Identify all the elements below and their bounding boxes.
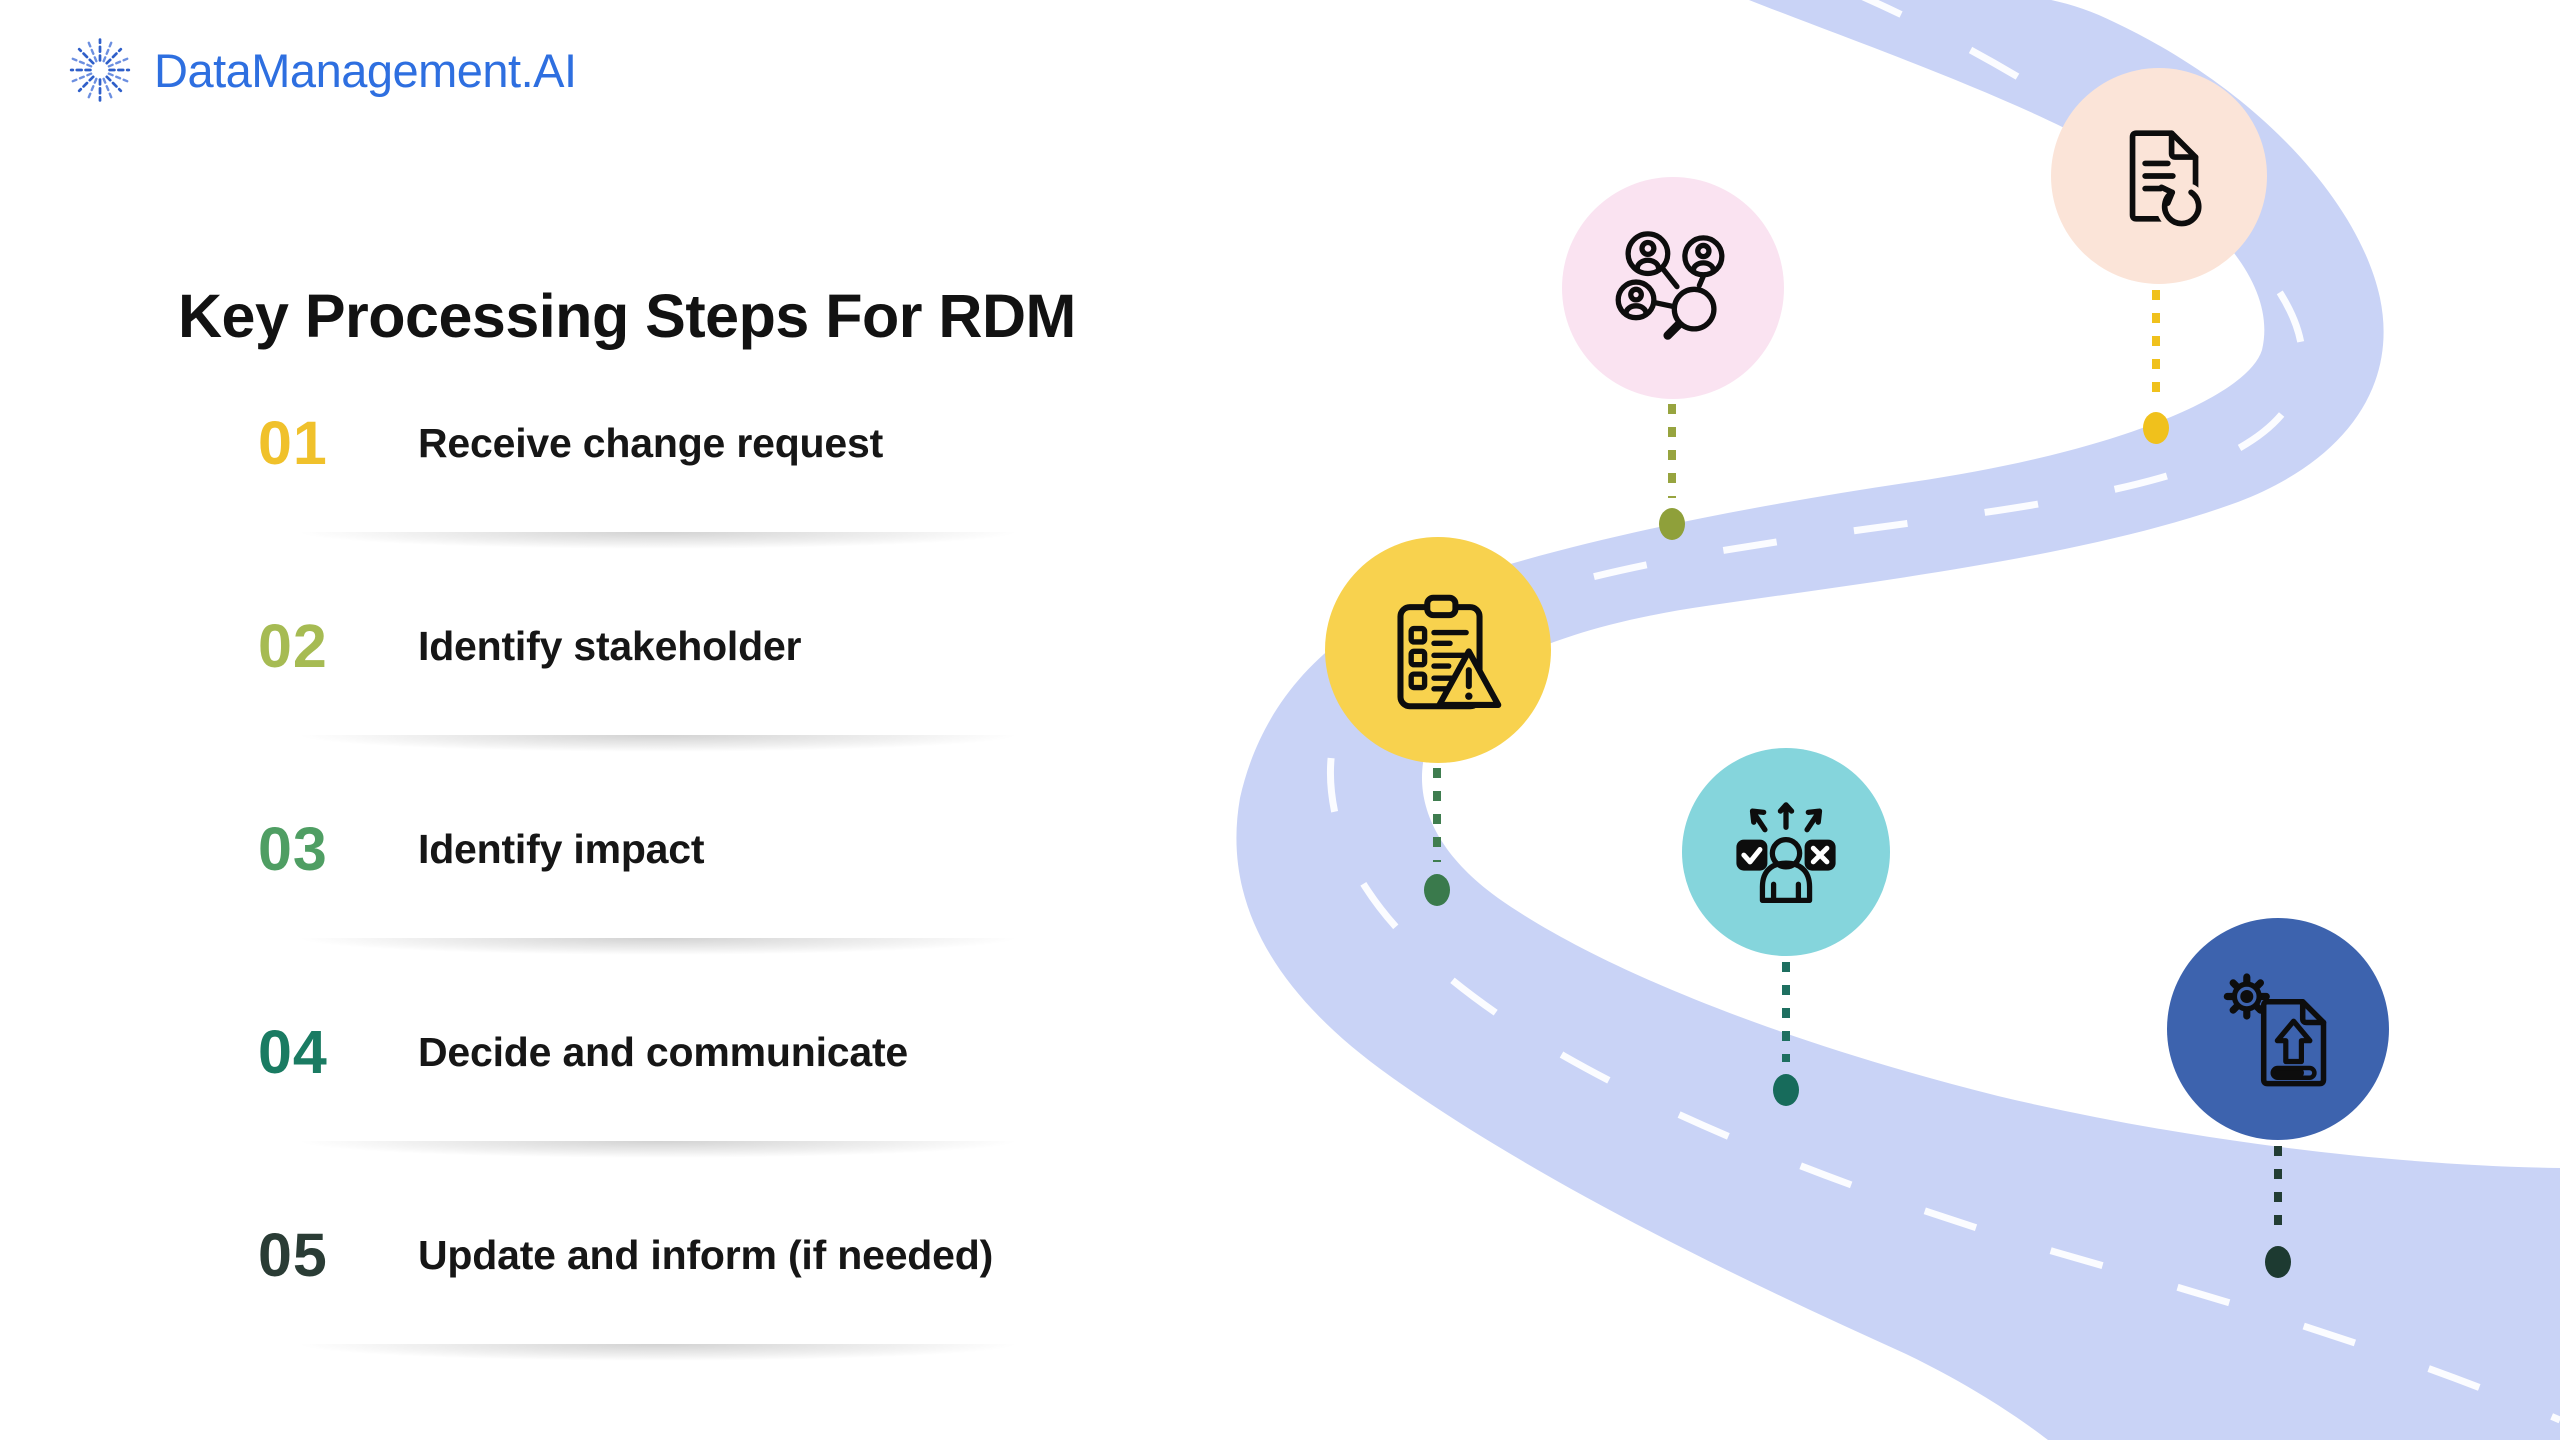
- step-row-4: 04 Decide and communicate: [258, 1000, 1158, 1104]
- step-number: 05: [258, 1221, 328, 1289]
- step-row-3: 03 Identify impact: [258, 797, 1158, 901]
- starburst-logo-icon: [69, 38, 131, 102]
- node-receive-change-request: [2051, 68, 2267, 284]
- step-divider: [286, 938, 1030, 956]
- step-divider: [286, 1344, 1030, 1362]
- stakeholder-search-icon: [1615, 231, 1725, 340]
- document-refresh-icon: [2129, 130, 2207, 232]
- node-identify-stakeholder: [1562, 177, 1784, 399]
- step-label: Identify stakeholder: [418, 622, 802, 669]
- brand-logo-text: DataManagement.AI: [154, 43, 577, 97]
- step-row-5: 05 Update and inform (if needed): [258, 1203, 1158, 1307]
- road-band: [1236, 0, 2560, 1440]
- decision-person-icon: [1736, 802, 1836, 903]
- step-label: Decide and communicate: [418, 1028, 909, 1075]
- step-label: Update and inform (if needed): [418, 1231, 994, 1278]
- step-number: 03: [258, 815, 328, 883]
- node-identify-impact: [1325, 537, 1551, 763]
- node-decide-and-communicate: [1682, 748, 1890, 956]
- step-divider: [286, 532, 1030, 550]
- step-divider: [286, 1141, 1030, 1159]
- road-centerline-dashes: [1326, 0, 2560, 1424]
- node-connectors: [1424, 290, 2291, 1278]
- gear-icon: [2223, 973, 2270, 1020]
- step-number: 04: [258, 1018, 328, 1086]
- step-label: Receive change request: [418, 419, 884, 466]
- step-number: 01: [258, 409, 328, 477]
- step-number: 02: [258, 612, 328, 680]
- node-update-and-inform: [2167, 918, 2389, 1140]
- step-divider: [286, 735, 1030, 753]
- clipboard-warning-icon: [1397, 594, 1502, 710]
- step-row-1: 01 Receive change request: [258, 391, 1158, 495]
- page-title: Key Processing Steps For RDM: [178, 281, 1076, 350]
- brand-logo: DataManagement.AI: [60, 30, 577, 110]
- document-upload-gear-icon: [2223, 973, 2327, 1087]
- step-label: Identify impact: [418, 825, 705, 872]
- step-row-2: 02 Identify stakeholder: [258, 594, 1158, 698]
